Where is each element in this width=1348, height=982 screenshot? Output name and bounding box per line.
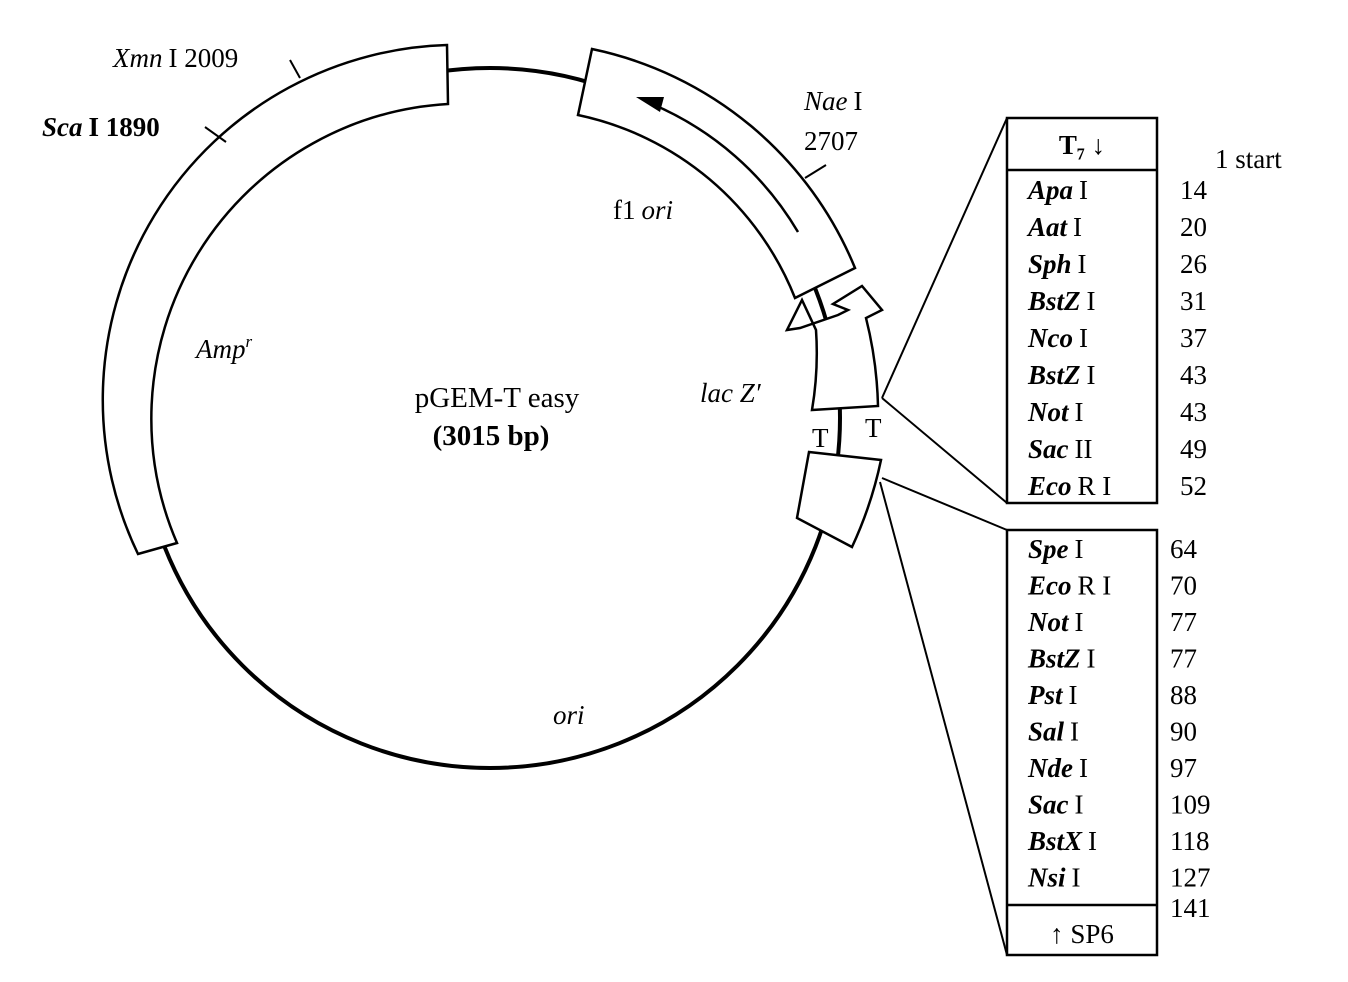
f1-ori-box <box>576 47 857 300</box>
f1-ori-arrowhead <box>636 97 664 112</box>
f1-ori-arrow <box>651 102 800 233</box>
enzyme-position: 127 <box>1170 863 1211 893</box>
t-right-label: T <box>865 413 882 443</box>
enzyme-position: 88 <box>1170 680 1197 710</box>
connector-line <box>881 477 1008 531</box>
lacz-label: lac Z′ <box>700 378 762 408</box>
enzyme-position: 26 <box>1180 249 1207 279</box>
lacz-arrow-box <box>784 284 884 412</box>
enzyme-position: 52 <box>1180 471 1207 501</box>
enzyme-position: 97 <box>1170 753 1197 783</box>
enzyme-position: 77 <box>1170 644 1197 674</box>
mcs-bottom-last-position: 141 <box>1170 893 1211 923</box>
amp-label: Ampr <box>194 332 253 364</box>
enzyme-position: 14 <box>1180 175 1208 205</box>
plasmid-size: (3015 bp) <box>433 420 550 452</box>
nae-tick <box>804 164 827 179</box>
connector-line <box>879 481 1008 956</box>
nae-position: 2707 <box>804 126 858 156</box>
enzyme-position: 70 <box>1170 571 1197 601</box>
enzyme-position: 90 <box>1170 717 1197 747</box>
mcs-top-start-label: 1 start <box>1215 144 1282 174</box>
enzyme-position: 118 <box>1170 826 1210 856</box>
plasmid-name: pGEM-T easy <box>415 382 580 414</box>
mcs-bottom-footer: ↑ SP6 <box>1050 919 1114 949</box>
enzyme-position: 37 <box>1180 323 1207 353</box>
mcs-top-table <box>1005 116 1159 505</box>
enzyme-position: 43 <box>1180 397 1207 427</box>
t-left-label: T <box>812 423 829 453</box>
enzyme-position: 20 <box>1180 212 1207 242</box>
mcs-bottom-table <box>1005 528 1159 957</box>
ori-label: ori <box>553 700 585 730</box>
enzyme-position: 77 <box>1170 607 1197 637</box>
enzyme-position: 49 <box>1180 434 1207 464</box>
sca-tick <box>204 126 227 143</box>
enzyme-position: 109 <box>1170 790 1211 820</box>
amp-resistance-box <box>101 43 450 556</box>
enzyme-position: 64 <box>1170 534 1198 564</box>
enzyme-position: 43 <box>1180 360 1207 390</box>
connector-line <box>881 397 1008 504</box>
enzyme-position: 31 <box>1180 286 1207 316</box>
lower-insert-box <box>795 450 883 549</box>
mcs-top-header: T₇ ↓ <box>1059 130 1105 160</box>
connector-line <box>881 117 1008 399</box>
xmn-tick <box>289 59 301 79</box>
